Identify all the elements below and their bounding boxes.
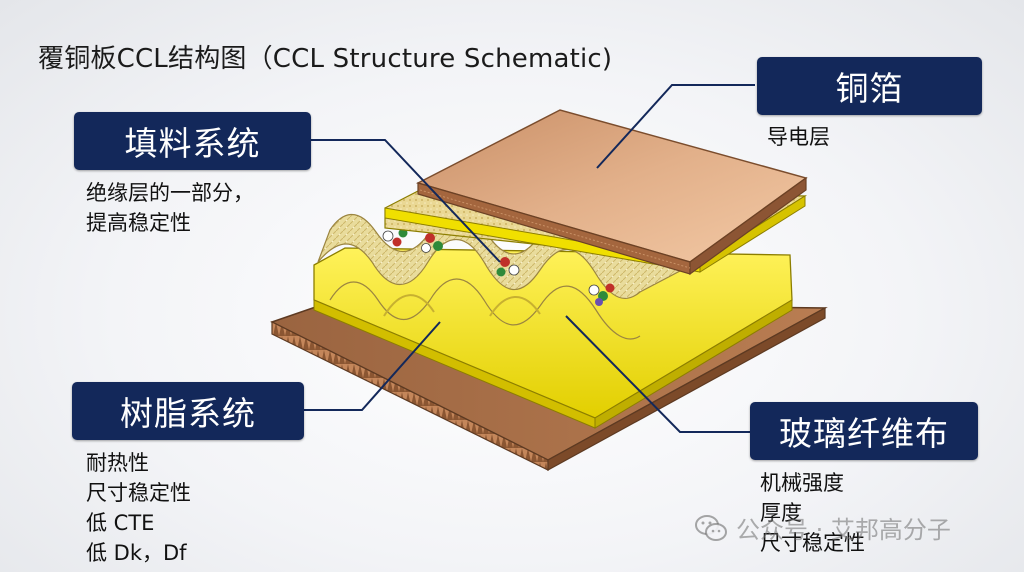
wechat-icon bbox=[695, 514, 727, 541]
leader-lines bbox=[304, 84, 755, 433]
page-title: 覆铜板CCL结构图（CCL Structure Schematic) bbox=[38, 44, 613, 74]
top-copper-foil bbox=[415, 109, 808, 276]
glass-fiber-line: 厚度 bbox=[760, 501, 802, 525]
filler-system-badge: 填料系统 bbox=[74, 112, 311, 170]
resin-leader bbox=[304, 321, 441, 411]
glass-fiber-badge: 玻璃纤维布 bbox=[750, 402, 978, 460]
resin-system-badge: 树脂系统 bbox=[72, 382, 304, 440]
resin-system-description: 耐热性 尺寸稳定性 低 CTE 低 Dk，Df bbox=[86, 448, 191, 568]
filler-particles bbox=[382, 228, 615, 306]
watermark: 公众号 · 艾邦高分子 bbox=[694, 510, 951, 545]
watermark-text: 公众号 · 艾邦高分子 bbox=[736, 516, 951, 544]
resin-system-line: 低 Dk，Df bbox=[86, 541, 187, 565]
resin-system-line: 耐热性 bbox=[86, 451, 149, 475]
copper-foil-line: 导电层 bbox=[767, 125, 830, 149]
glass-fiber-line: 机械强度 bbox=[760, 471, 844, 495]
glass-fiber-description: 机械强度 厚度 尺寸稳定性 bbox=[760, 468, 865, 558]
glass-fiber-line: 尺寸稳定性 bbox=[760, 531, 865, 555]
resin-system-line: 尺寸稳定性 bbox=[86, 481, 191, 505]
resin-system-line: 低 CTE bbox=[86, 511, 155, 535]
copper-foil-badge: 铜箔 bbox=[757, 57, 982, 115]
filler-system-line: 绝缘层的一部分， bbox=[86, 181, 254, 205]
filler-leader bbox=[308, 139, 501, 263]
filler-system-line: 提高稳定性 bbox=[86, 211, 191, 235]
copper-foil-description: 导电层 bbox=[767, 122, 830, 152]
glass-leader bbox=[565, 315, 750, 433]
filler-system-description: 绝缘层的一部分， 提高稳定性 bbox=[86, 178, 254, 238]
copper-leader bbox=[596, 84, 755, 169]
